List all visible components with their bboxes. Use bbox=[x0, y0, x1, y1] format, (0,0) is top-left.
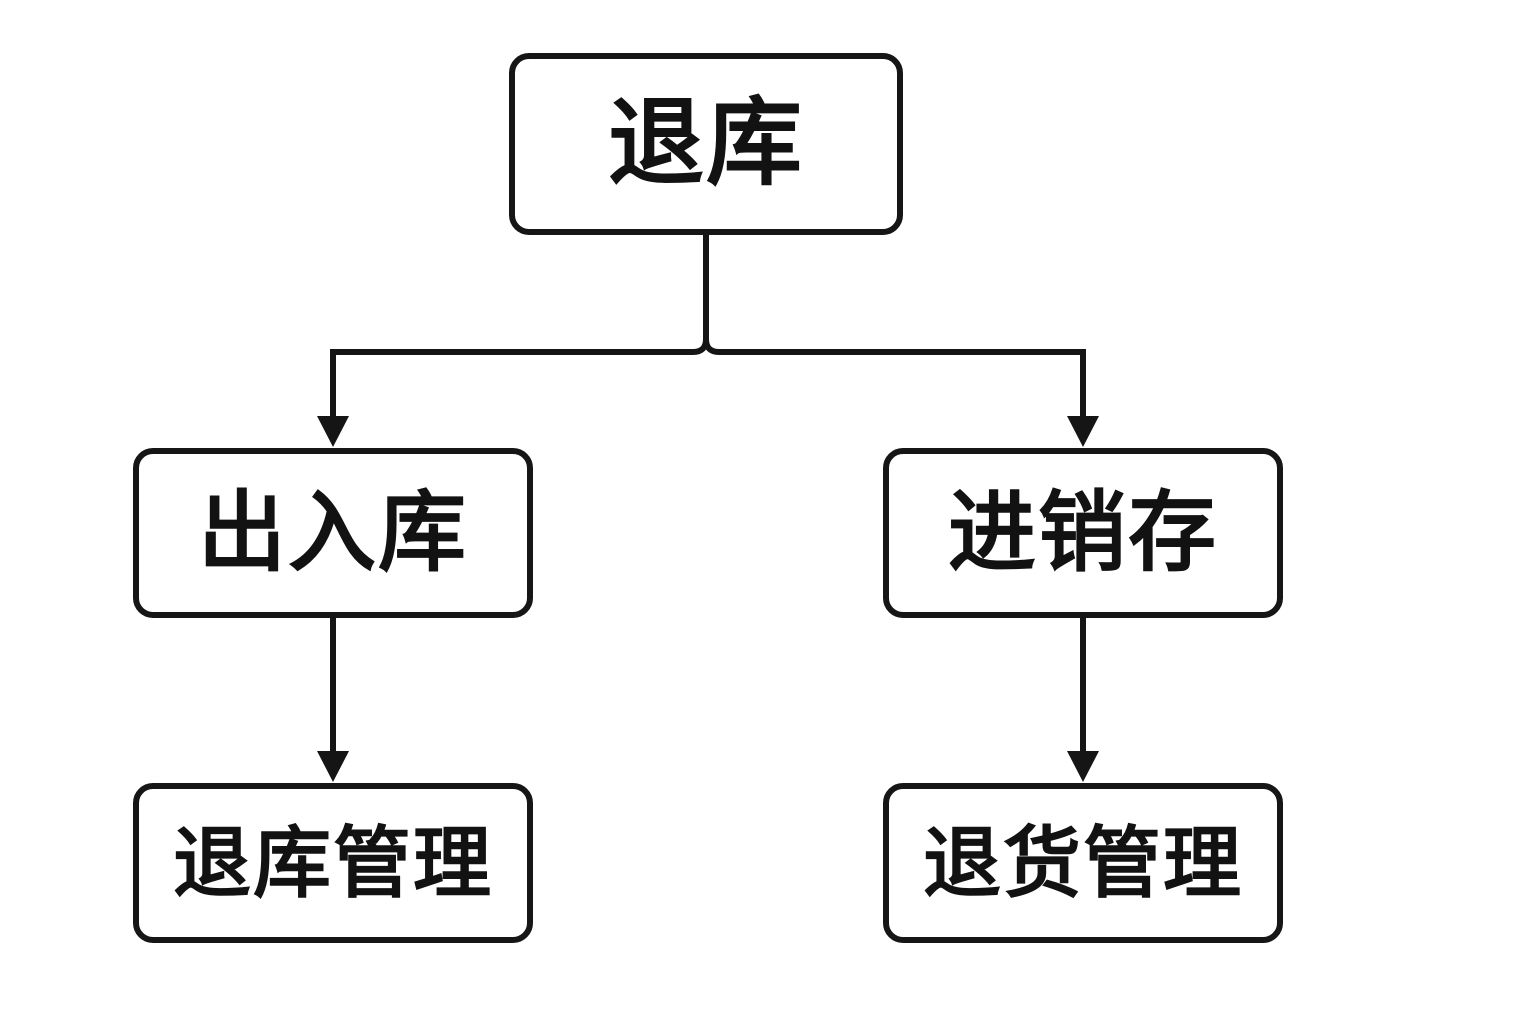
arrowhead-midright bbox=[1067, 416, 1099, 447]
arrowhead-leafright bbox=[1067, 751, 1099, 782]
arrowhead-midleft bbox=[317, 416, 349, 447]
node-root-label: 退库 bbox=[608, 90, 804, 197]
node-mid-right-label: 进销存 bbox=[947, 483, 1218, 582]
node-leaf-right: 退货管理 bbox=[883, 783, 1283, 943]
edge-root-to-midleft bbox=[330, 233, 709, 420]
edge-root-to-midright bbox=[703, 233, 1086, 420]
node-mid-right: 进销存 bbox=[883, 448, 1283, 618]
node-leaf-left-label: 退库管理 bbox=[172, 819, 493, 907]
node-root: 退库 bbox=[509, 53, 903, 235]
node-leaf-left: 退库管理 bbox=[133, 783, 533, 943]
node-mid-left: 出入库 bbox=[133, 448, 533, 618]
arrowhead-leafleft bbox=[317, 751, 349, 782]
node-leaf-right-label: 退货管理 bbox=[922, 819, 1243, 907]
node-mid-left-label: 出入库 bbox=[197, 483, 468, 582]
